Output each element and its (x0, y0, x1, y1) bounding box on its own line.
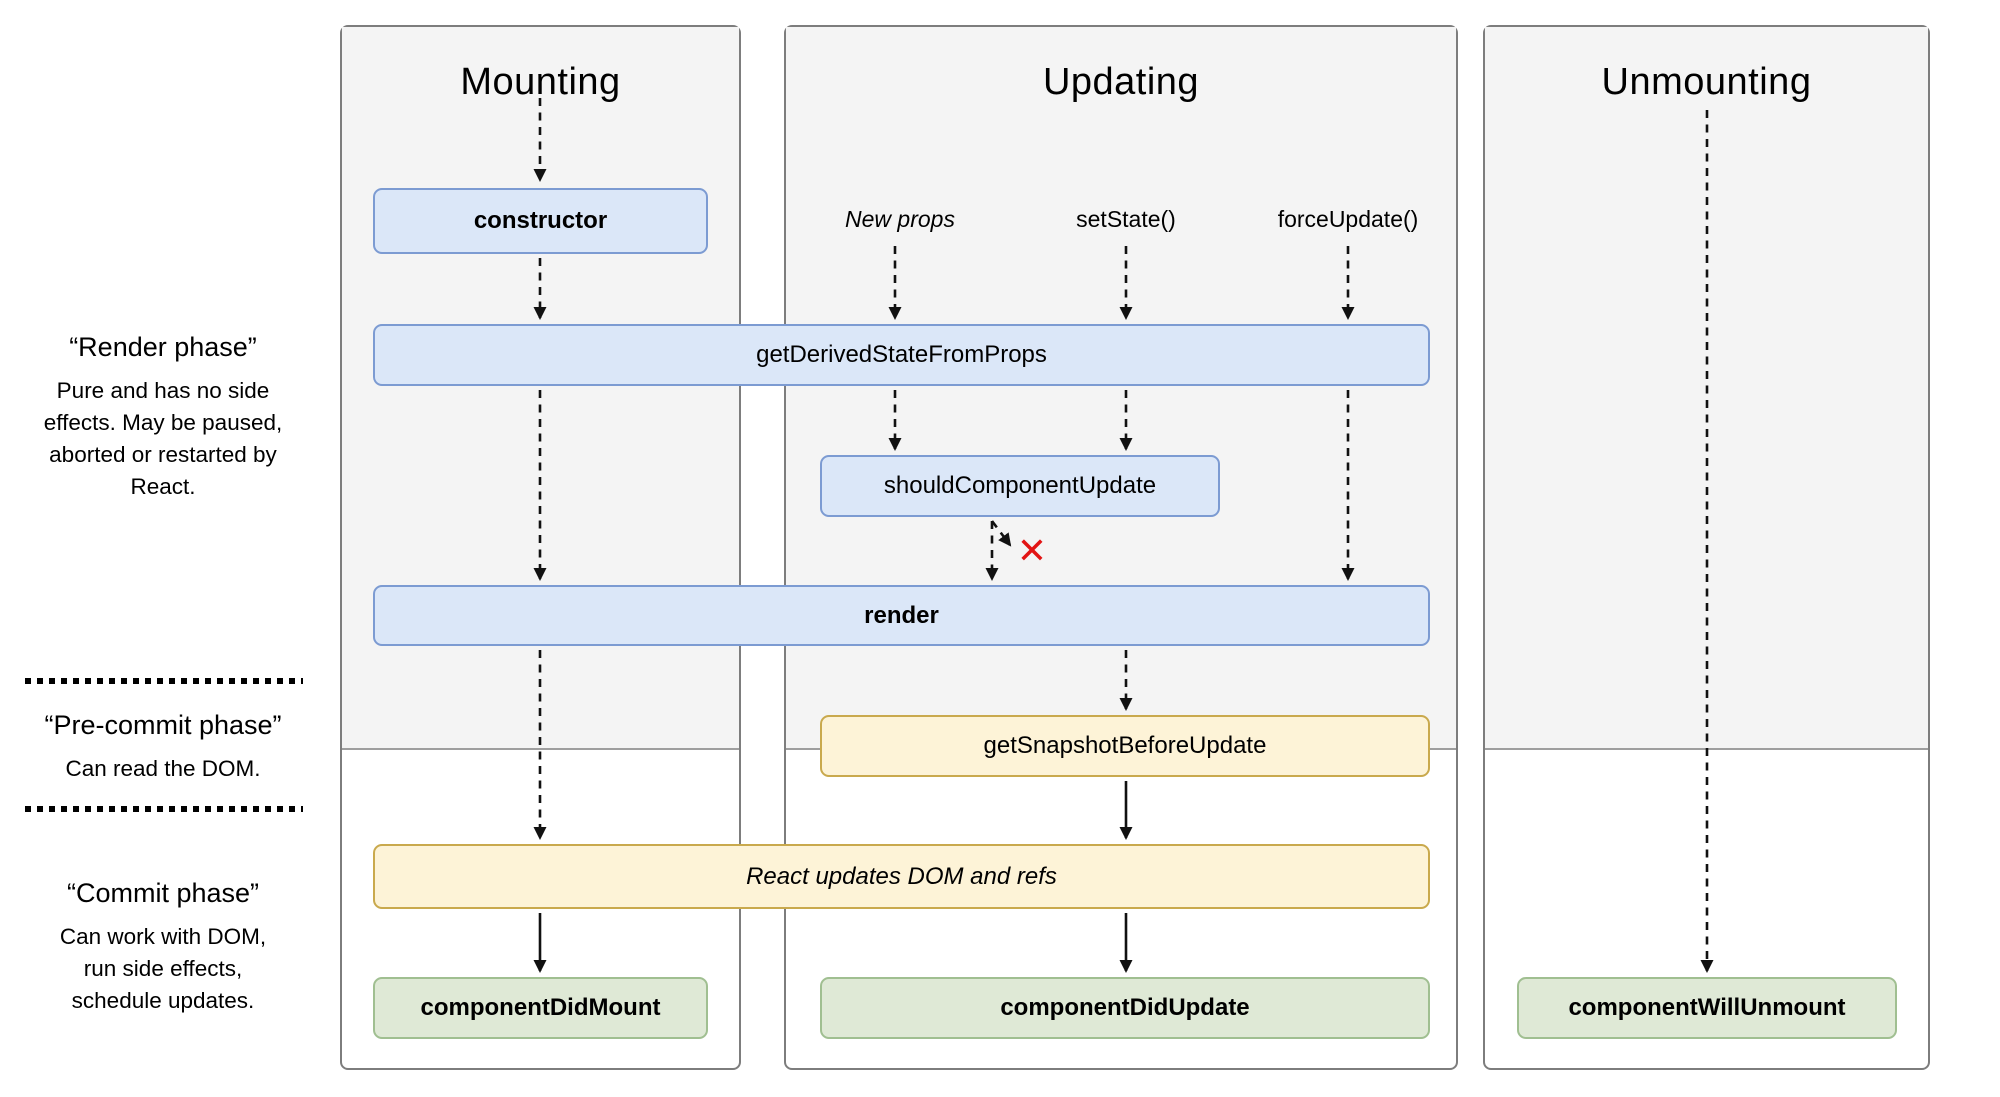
node-constructor[interactable]: constructor (373, 188, 708, 254)
node-label: getSnapshotBeforeUpdate (983, 732, 1267, 759)
phase-label-commit: “Commit phase” Can work with DOM, run si… (13, 878, 313, 1017)
node-componentwillunmount[interactable]: componentWillUnmount (1517, 977, 1897, 1039)
column-title-unmounting: Unmounting (1601, 61, 1812, 103)
phase-title: “Pre-commit phase” (44, 710, 282, 740)
column-title-updating: Updating (1042, 61, 1200, 103)
column-unmounting: Unmounting (1483, 25, 1930, 1070)
phase-description: Can work with DOM, run side effects, sch… (59, 924, 267, 1013)
phase-title: “Commit phase” (66, 878, 260, 908)
phase-label-render: “Render phase” Pure and has no side effe… (13, 332, 313, 503)
node-label: render (864, 601, 939, 629)
node-render[interactable]: render (373, 585, 1430, 646)
node-getsnapshotbeforeupdate[interactable]: getSnapshotBeforeUpdate (820, 715, 1430, 777)
node-react-updates-dom-and-refs: React updates DOM and refs (373, 844, 1430, 909)
node-label: getDerivedStateFromProps (756, 341, 1047, 368)
phase-label-pre-commit: “Pre-commit phase” Can read the DOM. (13, 710, 313, 785)
column-updating: Updating (784, 25, 1458, 1070)
trigger-forceupdate: forceUpdate() (1277, 206, 1419, 232)
node-label: constructor (473, 207, 608, 234)
trigger-new-props: New props (845, 206, 955, 232)
node-label: componentDidMount (420, 994, 661, 1021)
node-componentdidmount[interactable]: componentDidMount (373, 977, 708, 1039)
column-mounting: Mounting (340, 25, 741, 1070)
phase-description: Pure and has no side effects. May be pau… (43, 378, 283, 499)
node-label: componentDidUpdate (1000, 994, 1250, 1021)
cancel-x-icon: ✕ (1016, 530, 1048, 571)
node-label: componentWillUnmount (1568, 994, 1846, 1021)
node-getderivedstatefromprops[interactable]: getDerivedStateFromProps (373, 324, 1430, 386)
node-shouldcomponentupdate[interactable]: shouldComponentUpdate (820, 455, 1220, 517)
phase-title: “Render phase” (69, 332, 257, 362)
node-componentdidupdate[interactable]: componentDidUpdate (820, 977, 1430, 1039)
phase-description: Can read the DOM. (65, 756, 261, 781)
phase-divider (25, 806, 303, 812)
node-label: React updates DOM and refs (746, 862, 1057, 890)
trigger-setstate: setState() (1076, 206, 1176, 232)
render-phase-background (1485, 27, 1928, 750)
phase-divider (25, 678, 303, 684)
column-title-mounting: Mounting (460, 61, 621, 103)
node-label: shouldComponentUpdate (883, 472, 1157, 499)
